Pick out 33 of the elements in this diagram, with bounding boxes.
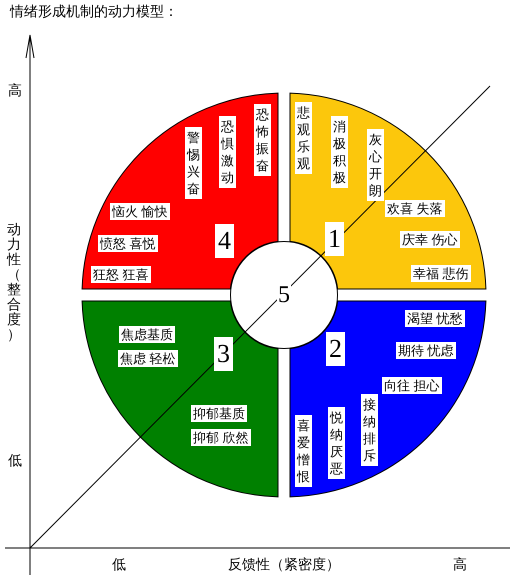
emotion-label: 向往 担心 [382,377,442,394]
emotion-label: 恐怖振奋 [254,104,271,176]
emotion-label: 幸福 悲伤 [411,265,471,282]
quadrant-number: 2 [326,332,345,366]
quadrant-number: 3 [214,337,233,371]
axis-label: 低 [8,452,22,468]
emotion-label: 恼火 愉快 [110,203,170,220]
axis-label: 高 [453,556,467,572]
quadrant-number: 1 [325,222,344,256]
axis-label: 高 [8,82,22,98]
emotion-label: 灰心开朗 [367,129,384,201]
emotion-label: 悲观乐观 [295,102,312,174]
axis-label: 动力性（整合度） [7,222,21,342]
emotion-label: 抑郁基质 [191,405,247,422]
emotion-label: 接纳排斥 [361,394,378,466]
emotion-label: 悦纳厌恶 [328,407,345,479]
emotion-label: 愤怒 喜悦 [98,235,158,252]
axis-label: 低 [112,556,126,572]
emotion-label: 消极积极 [331,116,348,188]
emotion-label: 警惕兴奋 [185,127,202,199]
emotion-label: 狂怒 狂喜 [91,266,151,283]
emotion-label: 期待 忧虑 [396,342,456,359]
axis-label: 反馈性（紧密度） [228,556,340,572]
quadrant-number: 4 [215,224,234,258]
diagram-title: 情绪形成机制的动力模型： [10,3,178,19]
emotion-label: 欢喜 失落 [385,200,445,217]
emotion-label: 喜爱憎恨 [295,415,312,487]
emotion-label: 抑郁 欣然 [191,429,251,446]
emotion-label: 恐惧激动 [219,116,236,188]
emotion-label: 庆幸 伤心 [400,231,460,248]
emotion-label: 渴望 忧愁 [405,310,465,327]
emotion-label: 焦虑基质 [119,326,175,343]
emotion-label: 焦虑 轻松 [118,350,178,367]
